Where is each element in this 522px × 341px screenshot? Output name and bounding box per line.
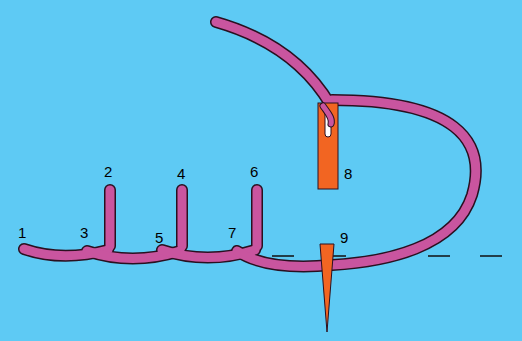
- stitches: [24, 22, 476, 267]
- callout-number: 6: [250, 163, 258, 180]
- callout-number: 2: [104, 163, 112, 180]
- callout-number: 8: [344, 165, 352, 182]
- callout-number: 4: [177, 165, 185, 182]
- callout-number: 1: [18, 224, 26, 241]
- needle: [318, 103, 338, 332]
- callout-number: 5: [155, 229, 163, 246]
- callout-number: 3: [80, 224, 88, 241]
- callout-number: 7: [228, 224, 236, 241]
- needle-eye-end: [318, 103, 338, 189]
- needle-tip: [320, 244, 334, 332]
- callout-number: 9: [340, 229, 348, 246]
